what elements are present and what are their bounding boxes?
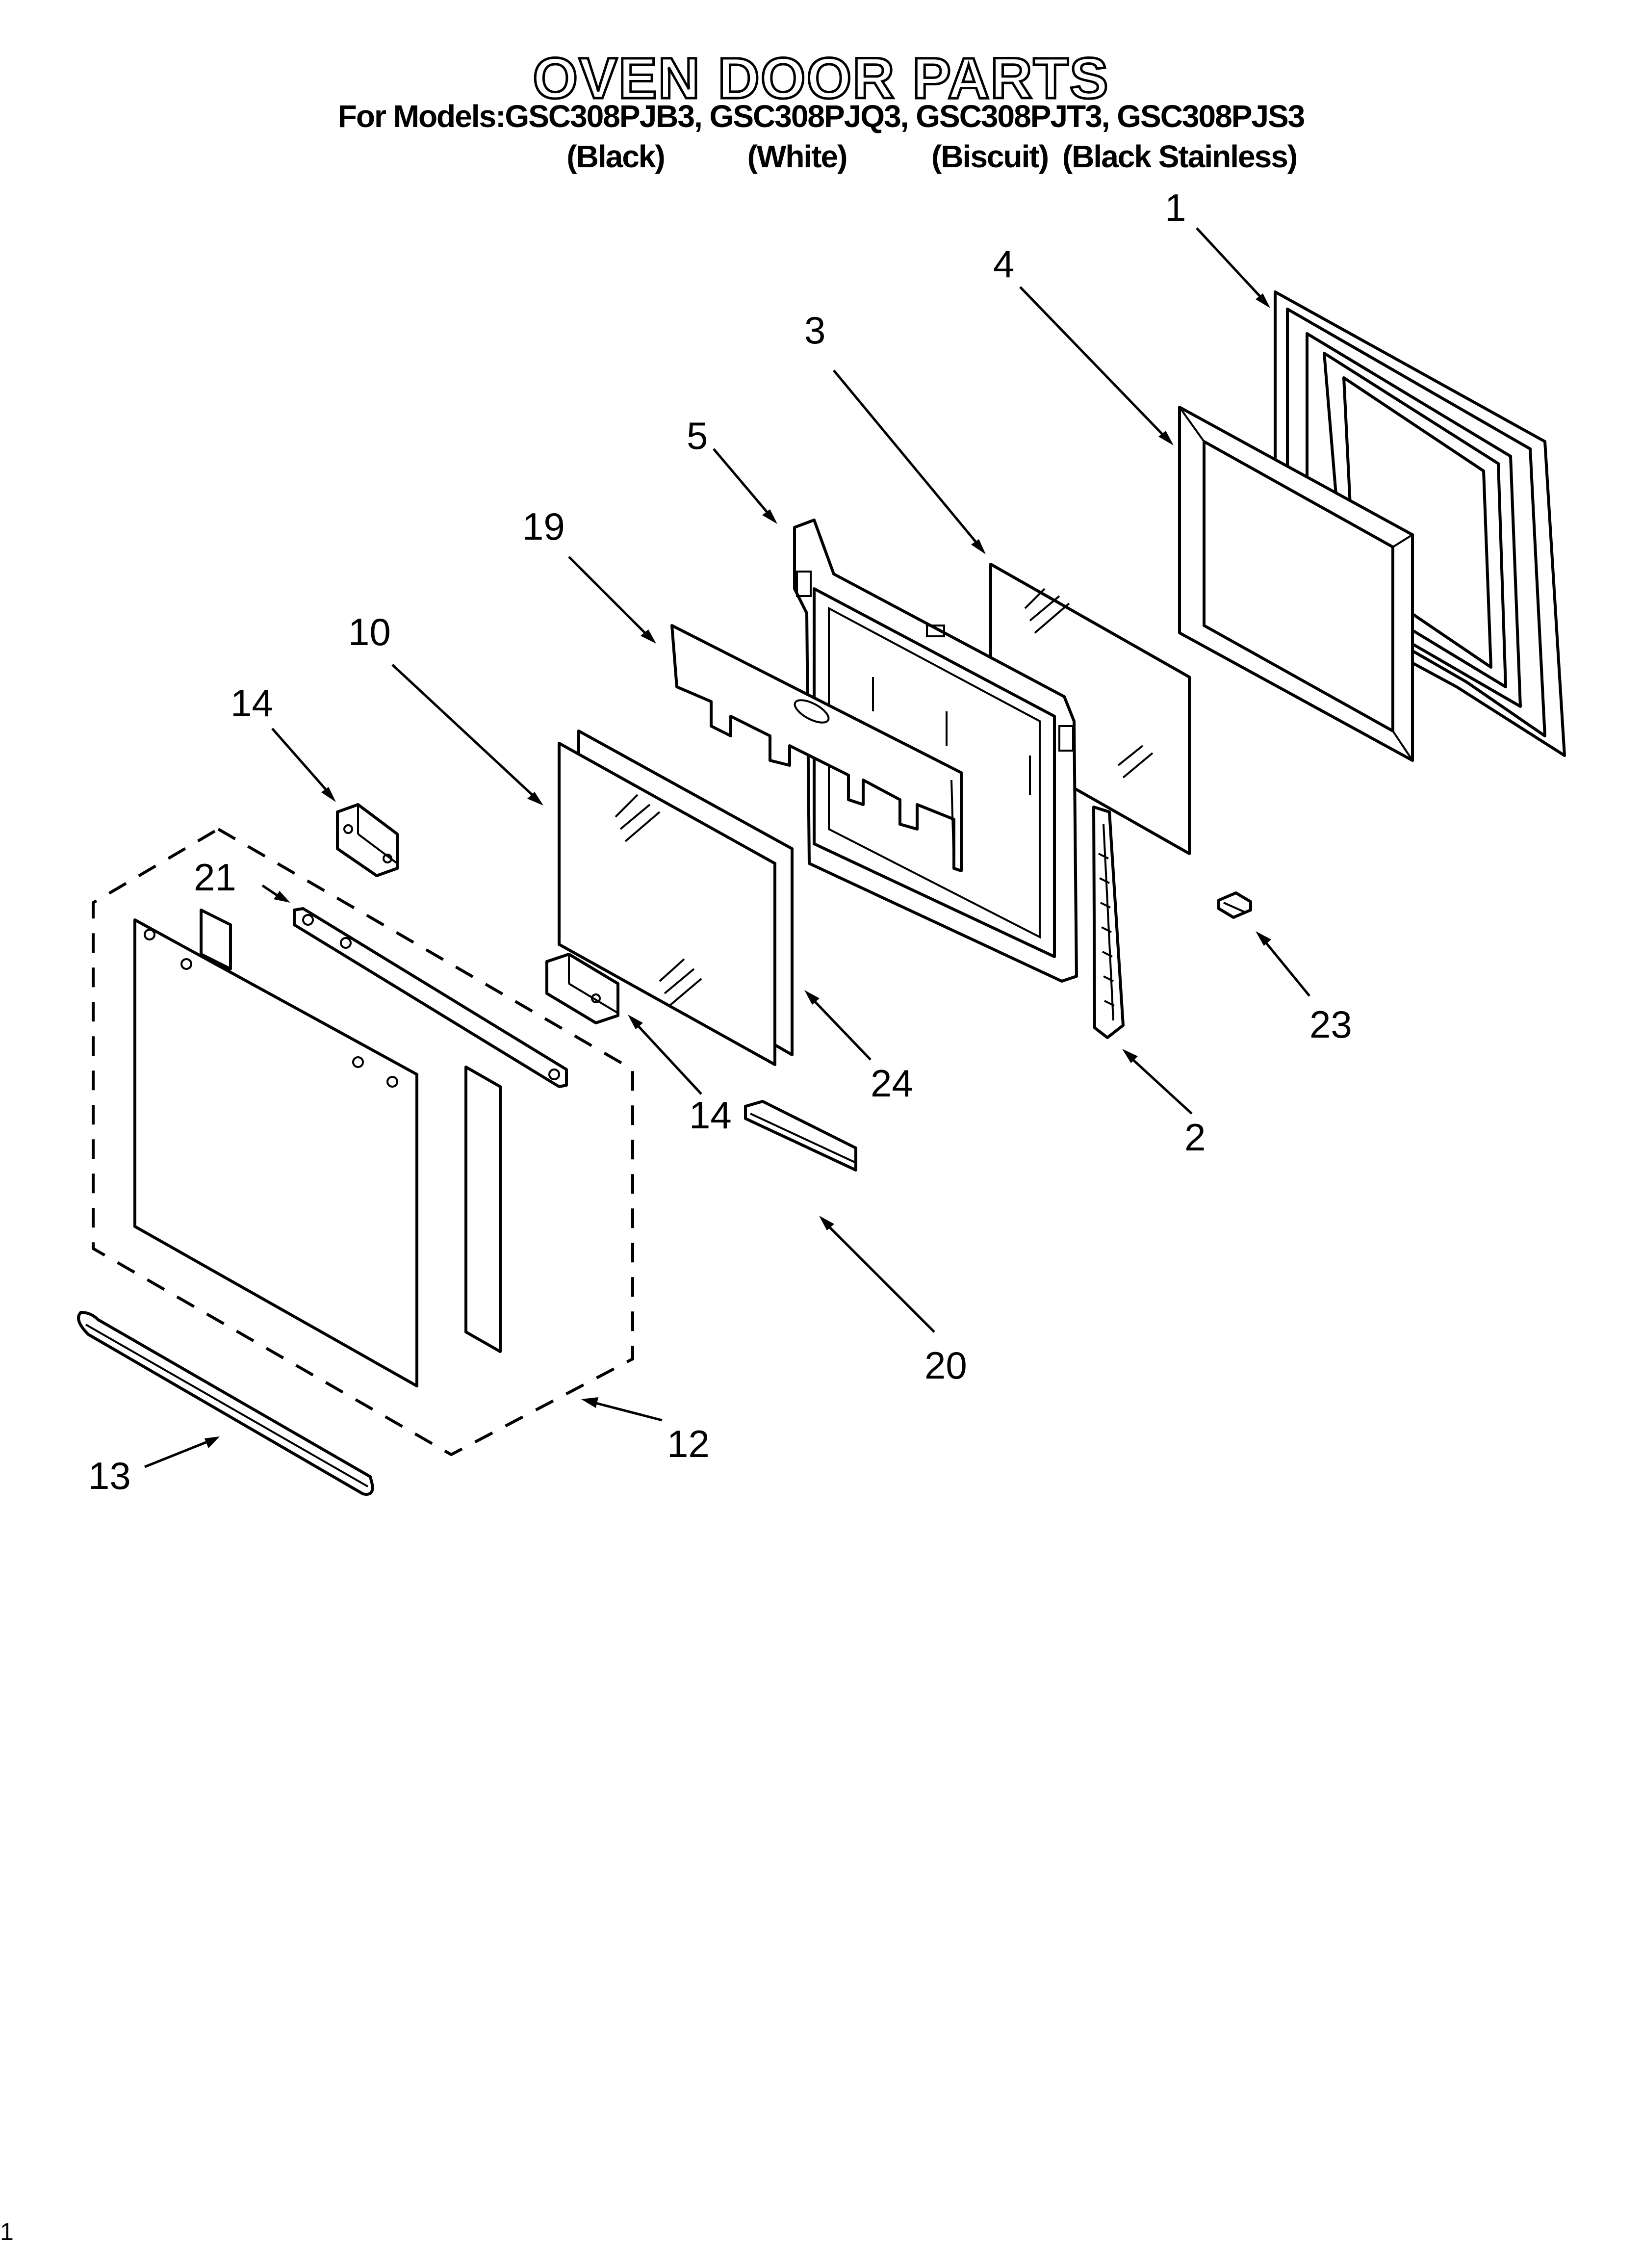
part-10-glass-pack: [558, 742, 776, 1066]
part-12-outer-door-assembly: [92, 828, 634, 1457]
callout-label: 14: [231, 681, 273, 725]
part-20-vent-trim: [744, 1100, 857, 1172]
callout-label: 10: [348, 610, 391, 653]
callout-label: 14: [689, 1094, 732, 1137]
callout-label: 12: [667, 1422, 710, 1465]
callout-label: 2: [1184, 1116, 1206, 1159]
part-4-gasket: [1178, 406, 1414, 762]
callout-label: 23: [1309, 1003, 1352, 1046]
color-label-black: (Black): [566, 139, 665, 174]
callout-label: 20: [924, 1344, 967, 1387]
callout-label: 21: [194, 856, 236, 899]
part-13-handle: [77, 1311, 374, 1496]
callout-label: 13: [88, 1454, 131, 1497]
part-14-hinge-receptacle-upper: [336, 803, 399, 877]
callout-label: 5: [687, 414, 708, 457]
diagram-title: OVEN DOOR PARTS: [532, 45, 1109, 112]
color-label-biscuit: (Biscuit): [931, 139, 1049, 174]
callout-label: 1: [1165, 186, 1186, 229]
page-number: 1: [0, 2218, 14, 2245]
part-2-side-trim: [1092, 806, 1125, 1039]
callout-labels: 1 4 3 5 19 10 14 21 23 24 14 2 20 12 13: [88, 186, 1352, 1497]
part-21-bracket: [293, 907, 568, 1088]
color-label-black-stainless: (Black Stainless): [1062, 139, 1298, 174]
callout-leaders: [144, 227, 1310, 1468]
part-23-clip: [1217, 891, 1252, 919]
callout-label: 3: [804, 309, 825, 352]
part-19-baffle: [670, 624, 963, 872]
color-label-white: (White): [747, 139, 848, 174]
model-list: For Models:GSC308PJB3, GSC308PJQ3, GSC30…: [337, 99, 1306, 134]
callout-label: 4: [993, 242, 1014, 286]
part-14-hinge-receptacle-lower: [545, 953, 619, 1024]
callout-label: 19: [522, 505, 565, 548]
callout-label: 24: [871, 1062, 913, 1105]
